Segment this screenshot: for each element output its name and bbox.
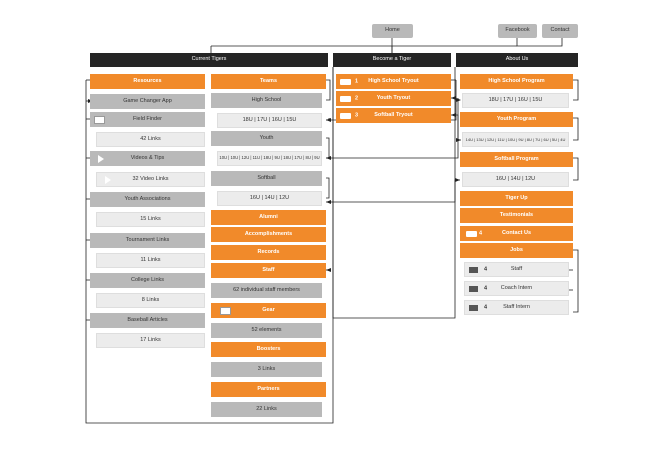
video-links-label: 32 Video Links <box>132 175 169 182</box>
document-icon <box>469 266 478 273</box>
ticket-icon <box>340 112 351 119</box>
softball-ages[interactable]: 16U | 14U | 12U <box>217 191 322 206</box>
home-button[interactable]: Home <box>372 24 413 38</box>
boosters-item[interactable]: Boosters <box>211 342 326 357</box>
videos-tips[interactable]: Videos & Tips <box>90 151 205 166</box>
calendar-icon <box>220 306 231 315</box>
softball-program[interactable]: Softball Program <box>460 152 573 167</box>
hs-program-ages[interactable]: 18U | 17U | 16U | 15U <box>462 93 569 108</box>
calendar-icon <box>94 115 105 124</box>
partners-item[interactable]: Partners <box>211 382 326 397</box>
envelope-icon <box>466 230 477 237</box>
videos-tips-label: Videos & Tips <box>130 154 165 161</box>
staff-count[interactable]: 62 individual staff members <box>211 283 322 298</box>
job-label: Coach Intern <box>500 284 533 291</box>
teams-header[interactable]: Teams <box>211 74 326 89</box>
staff-item[interactable]: Staff <box>211 263 326 278</box>
partners-count[interactable]: 22 Links <box>211 402 322 417</box>
tryout-label: Youth Tryout <box>376 94 411 101</box>
facebook-button[interactable]: Facebook <box>498 24 537 38</box>
tryout-high-school[interactable]: 1 High School Tryout <box>336 74 451 89</box>
tryout-label: High School Tryout <box>368 77 419 84</box>
boosters-count[interactable]: 3 Links <box>211 362 322 377</box>
ticket-icon <box>340 95 351 102</box>
high-school-program[interactable]: High School Program <box>460 74 573 89</box>
document-icon <box>469 285 478 292</box>
youth-program-ages[interactable]: 14U | 13U | 12U | 11U | 10U | 9U | 8U | … <box>462 132 569 147</box>
tryout-number: 1 <box>355 77 359 84</box>
tryout-number: 3 <box>355 111 359 118</box>
gear-label: Gear <box>262 306 275 313</box>
youth-ages[interactable]: 10U | 10U | 12U | 11U | 18U | 9U | 18U |… <box>217 151 322 166</box>
job-staff-intern[interactable]: 4 Staff Intern <box>464 300 569 315</box>
jobs-item[interactable]: Jobs <box>460 243 573 258</box>
job-label: Staff Intern <box>503 303 530 310</box>
job-count: 4 <box>484 265 488 272</box>
job-staff[interactable]: 4 Staff <box>464 262 569 277</box>
document-icon <box>469 304 478 311</box>
field-finder[interactable]: Field Finder <box>90 112 205 127</box>
tournament-links-count[interactable]: 11 Links <box>96 253 205 268</box>
play-icon <box>105 175 111 184</box>
accomplishments-item[interactable]: Accomplishments <box>211 227 326 242</box>
tiger-up-item[interactable]: Tiger Up <box>460 191 573 206</box>
youth-associations[interactable]: Youth Associations <box>90 192 205 207</box>
tryout-label: Softball Tryout <box>374 111 413 118</box>
job-count: 4 <box>484 303 488 310</box>
play-icon <box>98 154 104 163</box>
tournament-links[interactable]: Tournament Links <box>90 233 205 248</box>
youth-associations-links[interactable]: 15 Links <box>96 212 205 227</box>
job-coach-intern[interactable]: 4 Coach Intern <box>464 281 569 296</box>
high-school-team[interactable]: High School <box>211 93 322 108</box>
contact-button[interactable]: Contact <box>542 24 578 38</box>
resources-header[interactable]: Resources <box>90 74 205 89</box>
college-links[interactable]: College Links <box>90 273 205 288</box>
testimonials-item[interactable]: Testimonials <box>460 208 573 223</box>
field-finder-links[interactable]: 42 Links <box>96 132 205 147</box>
youth-program[interactable]: Youth Program <box>460 112 573 127</box>
records-item[interactable]: Records <box>211 245 326 260</box>
baseball-articles-count[interactable]: 17 Links <box>96 333 205 348</box>
softball-team[interactable]: Softball <box>211 171 322 186</box>
contact-us-label: Contact Us <box>501 229 532 236</box>
tryout-number: 2 <box>355 94 359 101</box>
field-finder-label: Field Finder <box>132 115 163 122</box>
high-school-ages[interactable]: 18U | 17U | 16U | 15U <box>217 113 322 128</box>
about-us-header[interactable]: About Us <box>456 53 578 67</box>
alumni-item[interactable]: Alumni <box>211 210 326 225</box>
baseball-articles[interactable]: Baseball Articles <box>90 313 205 328</box>
ticket-icon <box>340 78 351 85</box>
game-changer-app[interactable]: Game Changer App <box>90 94 205 109</box>
gear-count[interactable]: 52 elements <box>211 323 322 338</box>
job-count: 4 <box>484 284 488 291</box>
job-label: Staff <box>510 265 523 272</box>
gear-item[interactable]: Gear <box>211 303 326 318</box>
softball-program-ages[interactable]: 16U | 14U | 12U <box>462 172 569 187</box>
college-links-count[interactable]: 8 Links <box>96 293 205 308</box>
video-links[interactable]: 32 Video Links <box>96 172 205 187</box>
tryout-softball[interactable]: 3 Softball Tryout <box>336 108 451 123</box>
tryout-youth[interactable]: 2 Youth Tryout <box>336 91 451 106</box>
contact-count: 4 <box>479 229 483 236</box>
become-tiger-header[interactable]: Become a Tiger <box>333 53 451 67</box>
current-tigers-header[interactable]: Current Tigers <box>90 53 328 67</box>
contact-us-item[interactable]: 4 Contact Us <box>460 226 573 241</box>
youth-team[interactable]: Youth <box>211 131 322 146</box>
